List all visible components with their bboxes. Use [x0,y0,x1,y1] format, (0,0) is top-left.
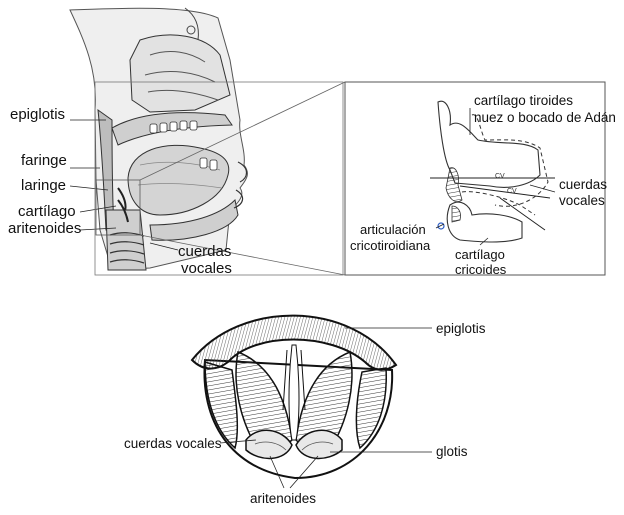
label-aritenoides-glottis: aritenoides [250,491,317,506]
arytenoid-hatch [445,167,463,203]
label-cricoides-2: cricoides [455,262,507,277]
vocal-cord-lines [430,177,555,231]
thyroid-dashed [471,114,549,207]
glottis-view [190,314,432,489]
label-cartilago-aritenoides-1: cartílago [18,203,76,220]
upper-teeth [149,120,198,134]
glottis-opening [288,344,300,441]
label-cuerdas-detail-2: vocales [559,193,605,208]
label-nuez-adan: nuez o bocado de Adán [474,110,616,125]
nasal-cavity [129,34,231,113]
epiglottis-band [190,314,398,371]
larynx-panel-frame [344,81,606,276]
label-cuerdas-vocales-head-2: vocales [181,260,232,277]
glottis-leader-lines [219,327,432,489]
label-glotis: glotis [436,444,468,459]
label-cartilago-aritenoides-2: aritenoides [8,220,82,237]
label-epiglotis-head: epiglotis [10,106,66,123]
label-cv-lower: CV [507,188,517,195]
cricothyroid-joint [437,222,445,230]
head-sagittal-section [69,7,346,276]
head-panel-frame [94,81,344,276]
head-inset-frame [95,179,141,236]
label-cartilago-tiroides: cartílago tiroides [474,93,574,108]
label-faringe: faringe [21,152,67,169]
label-cv-upper: CV [495,173,505,180]
cricoid-cartilage [446,201,523,243]
label-cuerdas-vocales-head-1: cuerdas [178,243,232,260]
right-arytenoid [295,429,343,460]
label-laringe: laringe [21,177,67,194]
thyroid-cartilage [437,100,541,188]
label-cuerdas-vocales-glottis: cuerdas vocales [124,436,222,451]
jaw [149,198,239,241]
larynx-trachea [105,209,147,271]
label-cuerdas-detail-1: cuerdas [559,177,608,192]
label-epiglotis-glottis: epiglotis [436,321,486,336]
lower-teeth [199,157,218,171]
label-articulacion-2: cricotiroidiana [350,238,431,253]
larynx-detail-panel [344,81,606,276]
label-cricoides-1: cartílago [455,247,505,262]
left-arytenoid [245,429,293,460]
label-articulacion-1: articulación [360,222,426,237]
